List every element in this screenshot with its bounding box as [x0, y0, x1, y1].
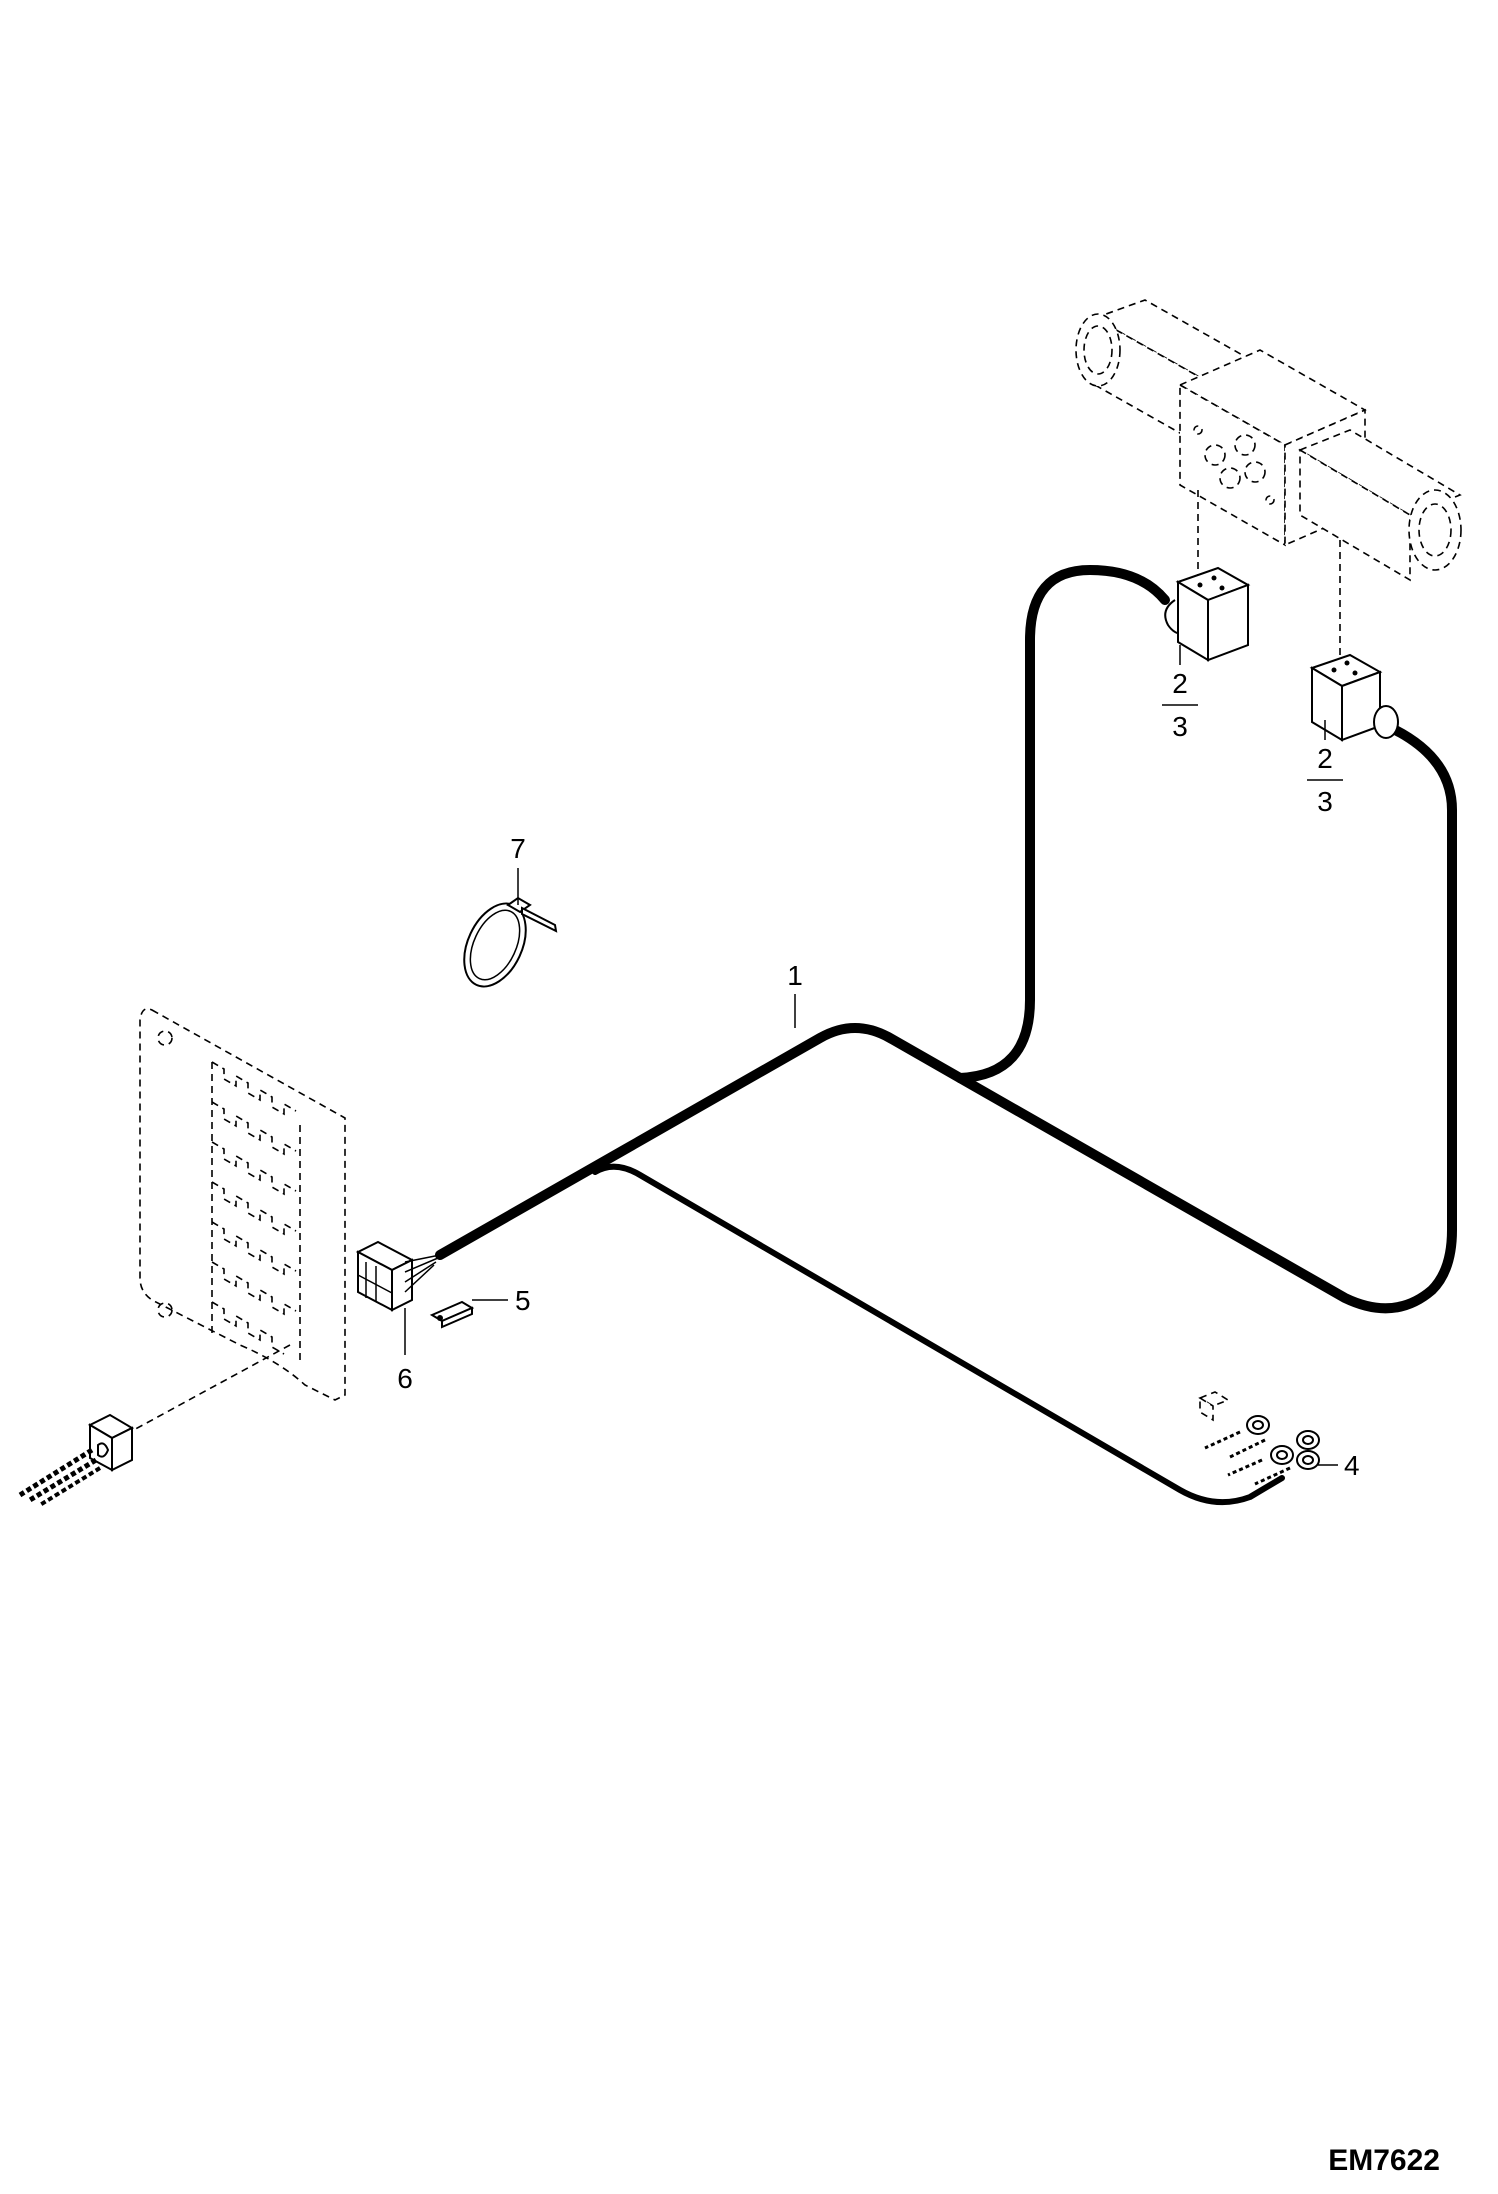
callout-5: 5	[472, 1285, 531, 1316]
fuse-slots	[211, 1061, 301, 1365]
callout-2-upper-label: 2	[1172, 668, 1188, 699]
callout-7: 7	[510, 833, 526, 905]
ring-terminals-4	[1198, 1391, 1320, 1486]
mating-connector	[18, 1413, 135, 1507]
terminal-pin-5	[429, 1300, 475, 1329]
valve-plug-a	[1164, 566, 1251, 662]
fuse-panel-ghost	[129, 1007, 346, 1433]
valve-plug-b	[1309, 653, 1399, 742]
callout-3-lower-label: 3	[1317, 786, 1333, 817]
figure-id: EM7622	[1328, 2144, 1440, 2177]
harness-connector-6	[355, 1240, 441, 1312]
callout-5-label: 5	[515, 1285, 531, 1316]
callout-4: 4	[1318, 1450, 1360, 1481]
callout-1: 1	[787, 960, 803, 1028]
callout-4-label: 4	[1344, 1450, 1360, 1481]
main-harness	[435, 565, 1457, 1506]
callout-6: 6	[397, 1308, 413, 1394]
callout-7-label: 7	[510, 833, 526, 864]
control-valve-ghost	[1075, 299, 1462, 660]
callout-2-3-upper: 2 3	[1162, 645, 1198, 742]
callout-1-label: 1	[787, 960, 803, 991]
cable-tie-7	[463, 896, 558, 988]
callout-2-lower-label: 2	[1317, 743, 1333, 774]
callout-2-3-lower: 2 3	[1307, 720, 1343, 817]
callout-3-upper-label: 3	[1172, 711, 1188, 742]
callout-6-label: 6	[397, 1363, 413, 1394]
